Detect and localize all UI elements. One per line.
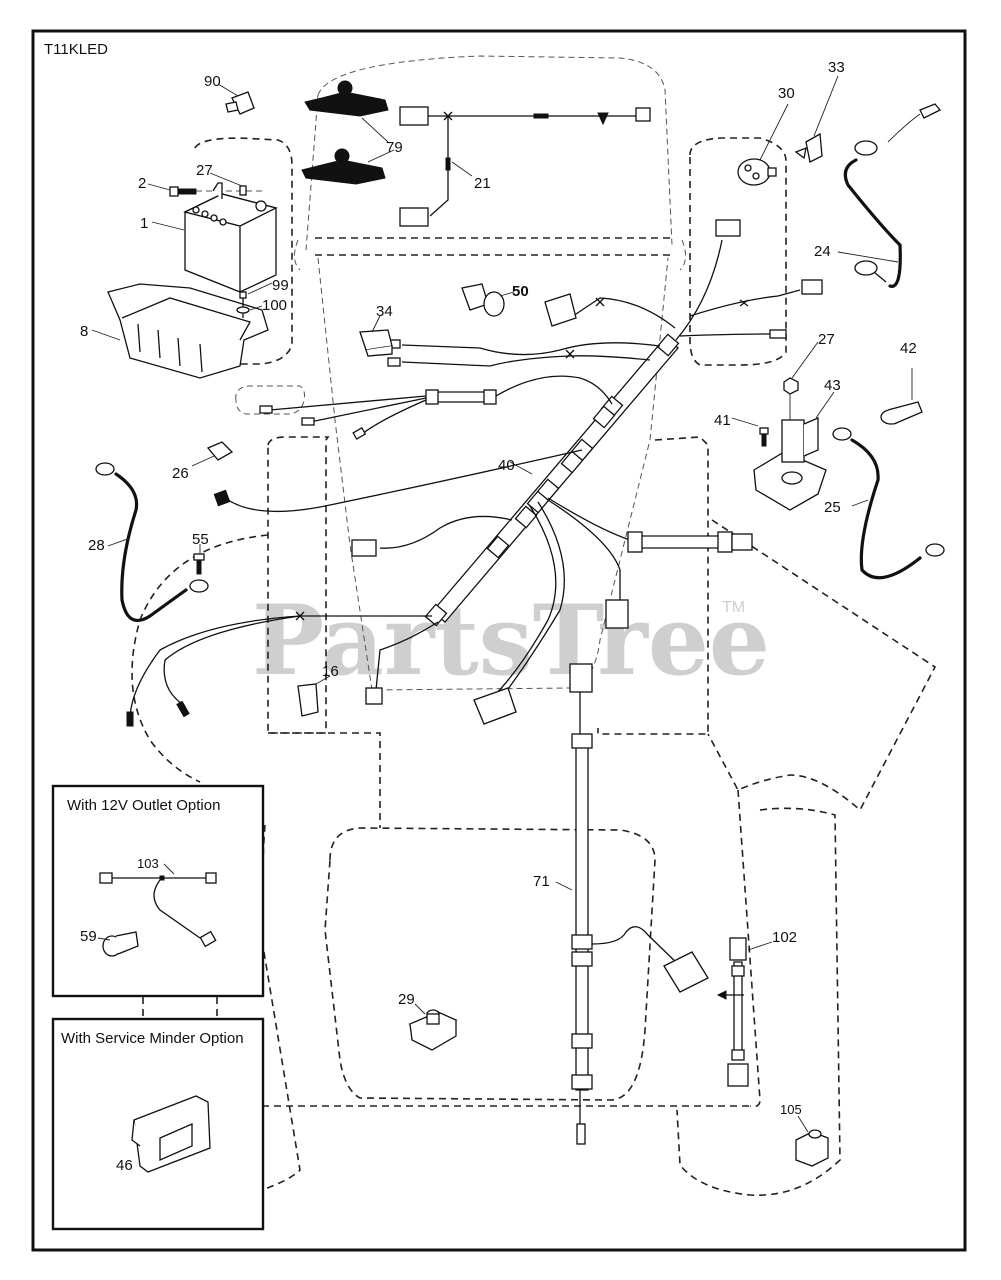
part-102-harness[interactable]: 102 [716,929,797,1087]
callout-59: 59 [80,928,97,945]
callout-103: 103 [137,856,159,871]
part-41-bolt[interactable]: 41 [714,412,769,447]
part-40-main-harness[interactable]: 40 [126,219,823,727]
callout-27-top: 27 [196,162,213,179]
watermark-text: PartsTree [252,584,770,697]
option-box-12v-outlet: With 12V Outlet Option 103 59 [51,784,265,998]
part-90[interactable]: 90 [204,73,255,115]
part-103-outlet-harness[interactable]: 103 [99,856,217,948]
outlet-option-frame [51,784,265,998]
callout-40: 40 [498,457,515,474]
watermark-tm: TM [722,599,745,616]
part-42-boot[interactable]: 42 [880,340,923,425]
callout-42: 42 [900,340,917,357]
callout-71: 71 [533,873,550,890]
callout-24: 24 [814,243,831,260]
callout-26: 26 [172,465,189,482]
part-1-battery[interactable]: 1 [140,193,278,293]
service-minder-option-title: With Service Minder Option [61,1030,244,1047]
part-25-ground-cable[interactable]: 25 [824,427,945,580]
callout-34: 34 [376,303,393,320]
callout-8: 8 [80,323,88,340]
watermark: PartsTree TM [252,584,770,697]
callout-50: 50 [512,283,529,300]
callout-28: 28 [88,537,105,554]
callout-100: 100 [262,297,287,314]
part-2-bolt[interactable]: 2 [138,175,262,197]
part-46-service-minder[interactable]: 46 [116,1095,211,1174]
part-24-ground-cable[interactable]: 24 [814,103,942,288]
part-29-seat-switch[interactable]: 29 [398,991,458,1051]
callout-27-right: 27 [818,331,835,348]
callout-43: 43 [824,377,841,394]
callout-105: 105 [780,1102,802,1117]
callout-46: 46 [116,1157,133,1174]
callout-21: 21 [474,175,491,192]
part-71-harness[interactable]: 71 [533,663,709,1145]
callout-79: 79 [386,139,403,156]
part-79-headlights[interactable]: 79 [301,80,403,185]
callout-41: 41 [714,412,731,429]
callout-1: 1 [140,215,148,232]
part-59-outlet[interactable]: 59 [80,928,139,957]
part-28-ground-cable[interactable]: 28 [88,462,209,622]
callout-30: 30 [778,85,795,102]
part-30-ignition-switch[interactable]: 30 [737,85,795,186]
part-34-switch[interactable]: 34 [359,303,393,357]
option-box-service-minder: With Service Minder Option 46 [51,1017,265,1231]
callout-90: 90 [204,73,221,90]
part-55-screw[interactable]: 55 [192,531,209,575]
callout-33: 33 [828,59,845,76]
part-16-connector[interactable]: 16 [297,663,339,717]
part-50-switch[interactable]: 50 [461,283,529,317]
part-105-switch[interactable]: 105 [780,1102,829,1167]
model-code: T11KLED [44,41,108,58]
part-26-fuse[interactable]: 26 [172,441,234,482]
outlet-option-title: With 12V Outlet Option [67,797,220,814]
part-27-solenoid-nut[interactable]: 27 [783,331,835,420]
diagram-border [31,29,967,1252]
part-43-solenoid[interactable]: 43 [753,377,841,511]
callout-99: 99 [272,277,289,294]
part-100-washer[interactable]: 100 [236,297,287,314]
part-21-light-harness[interactable]: 21 [399,106,651,227]
callout-25: 25 [824,499,841,516]
part-8-battery-tray[interactable]: 8 [80,283,269,379]
part-27-nut[interactable]: 27 [196,162,247,199]
part-33-key[interactable]: 33 [794,59,845,163]
callout-102: 102 [772,929,797,946]
callout-2: 2 [138,175,146,192]
callout-55: 55 [192,531,209,548]
callout-29: 29 [398,991,415,1008]
callout-16: 16 [322,663,339,680]
